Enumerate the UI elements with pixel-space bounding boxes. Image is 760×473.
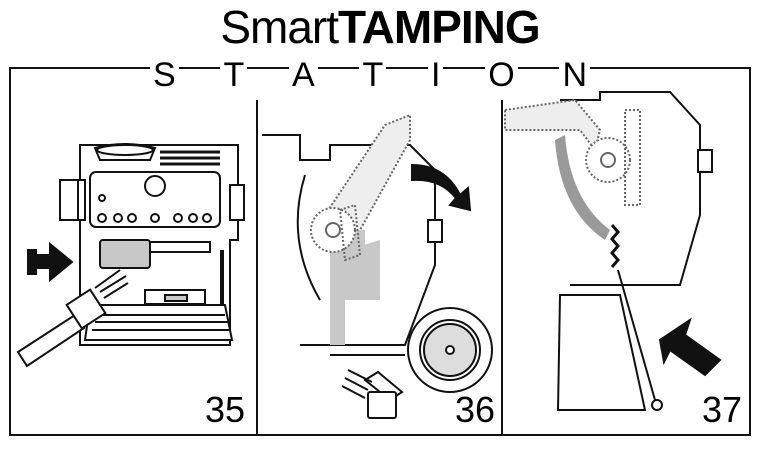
subtitle: S T A T I O N [150,55,590,95]
subtitle-letter: S [150,55,179,95]
panel-37-illustration [504,91,722,411]
subtitle-letter: O [485,55,518,95]
panel-number-37: 37 [702,389,743,430]
subtitle-letter: T [359,55,387,95]
subtitle-letter: T [220,55,248,95]
panel-number-35: 35 [205,389,246,430]
panel-35-illustration [16,143,245,368]
subtitle-letter: A [289,55,318,95]
subtitle-letter: I [428,55,444,95]
subtitle-letter: N [559,55,590,95]
panel-36-illustration [262,113,493,419]
panel-number-36: 36 [455,389,496,430]
page-title: SmartTAMPING [0,2,760,52]
title-light: Smart [220,1,339,53]
title-bold: TAMPING [338,1,541,53]
